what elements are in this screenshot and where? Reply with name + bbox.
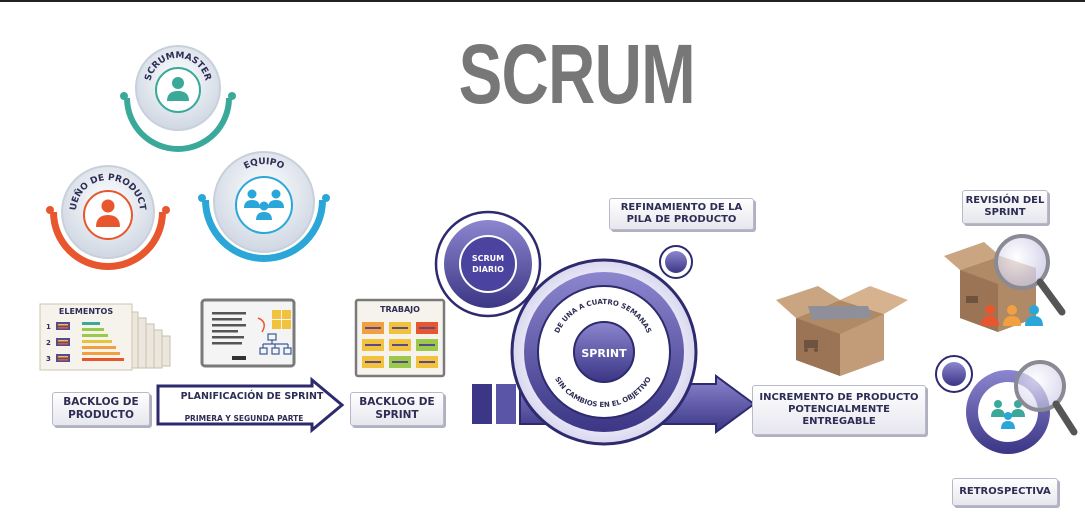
- sprint-planning-title: PLANIFICACIÓN DE SPRINT: [181, 390, 324, 402]
- scrummaster-person-icon: [167, 77, 189, 101]
- sprint-planning-subtitle: PRIMERA Y SEGUNDA PARTE: [185, 414, 304, 423]
- scrummaster-role: SCRUMMASTER: [120, 45, 236, 152]
- refinement-cycle: [659, 245, 693, 279]
- magnifier-icon: [994, 234, 1066, 316]
- backlog-row-number: 3: [46, 355, 51, 363]
- team-people-icon: [244, 189, 284, 220]
- sprint-center-label: SPRINT: [581, 347, 627, 360]
- sprint-backlog-label: BACKLOG DE SPRINT: [350, 392, 444, 426]
- backlog-refinement-label: REFINAMIENTO DE LA PILA DE PRODUCTO: [609, 198, 754, 230]
- sprint-backlog-header: TRABAJO: [380, 305, 420, 314]
- product-increment-box-illustration: [776, 286, 908, 376]
- retrospective-illustration: [935, 355, 1078, 454]
- sprint-review-illustration: [944, 234, 1066, 332]
- retrospective-label: RETROSPECTIVA: [952, 478, 1058, 506]
- magnifier-icon: [1014, 360, 1078, 436]
- sprint-planning-board-illustration: [200, 298, 296, 368]
- product-backlog-label: BACKLOG DE PRODUCTO: [52, 392, 150, 426]
- team-role: EQUIPO: [198, 151, 330, 262]
- product-backlog-header: ELEMENTOS: [59, 307, 113, 316]
- page-title: SCRUM: [458, 27, 696, 121]
- daily-scrum-cycle: SCRUM DIARIO: [434, 210, 542, 318]
- backlog-row-number: 1: [46, 323, 51, 331]
- sprint-backlog-board-illustration: TRABAJO: [354, 298, 446, 378]
- top-border: [0, 0, 1085, 2]
- product-backlog-illustration: ELEMENTOS 1 2 3: [39, 303, 171, 371]
- backlog-row-number: 2: [46, 339, 51, 347]
- product-owner-person-icon: [96, 199, 120, 227]
- svg-text:EQUIPO: EQUIPO: [242, 157, 285, 172]
- daily-scrum-label-line2: DIARIO: [472, 265, 504, 274]
- sprint-review-people-icon: [981, 305, 1043, 326]
- team-label: EQUIPO: [242, 157, 285, 172]
- retrospective-team-icon: [991, 400, 1025, 429]
- sprint-review-label: REVISIÓN DEL SPRINT: [962, 190, 1048, 224]
- backlog-item-bars: [56, 322, 124, 362]
- sprint-cycle: SPRINT DE UNA A CUATRO SEMANAS SIN CAMBI…: [510, 258, 698, 446]
- sprint-planning-arrow: [156, 376, 345, 434]
- product-increment-label: INCREMENTO DE PRODUCTO POTENCIALMENTE EN…: [752, 385, 926, 435]
- daily-scrum-label-line1: SCRUM: [472, 254, 504, 263]
